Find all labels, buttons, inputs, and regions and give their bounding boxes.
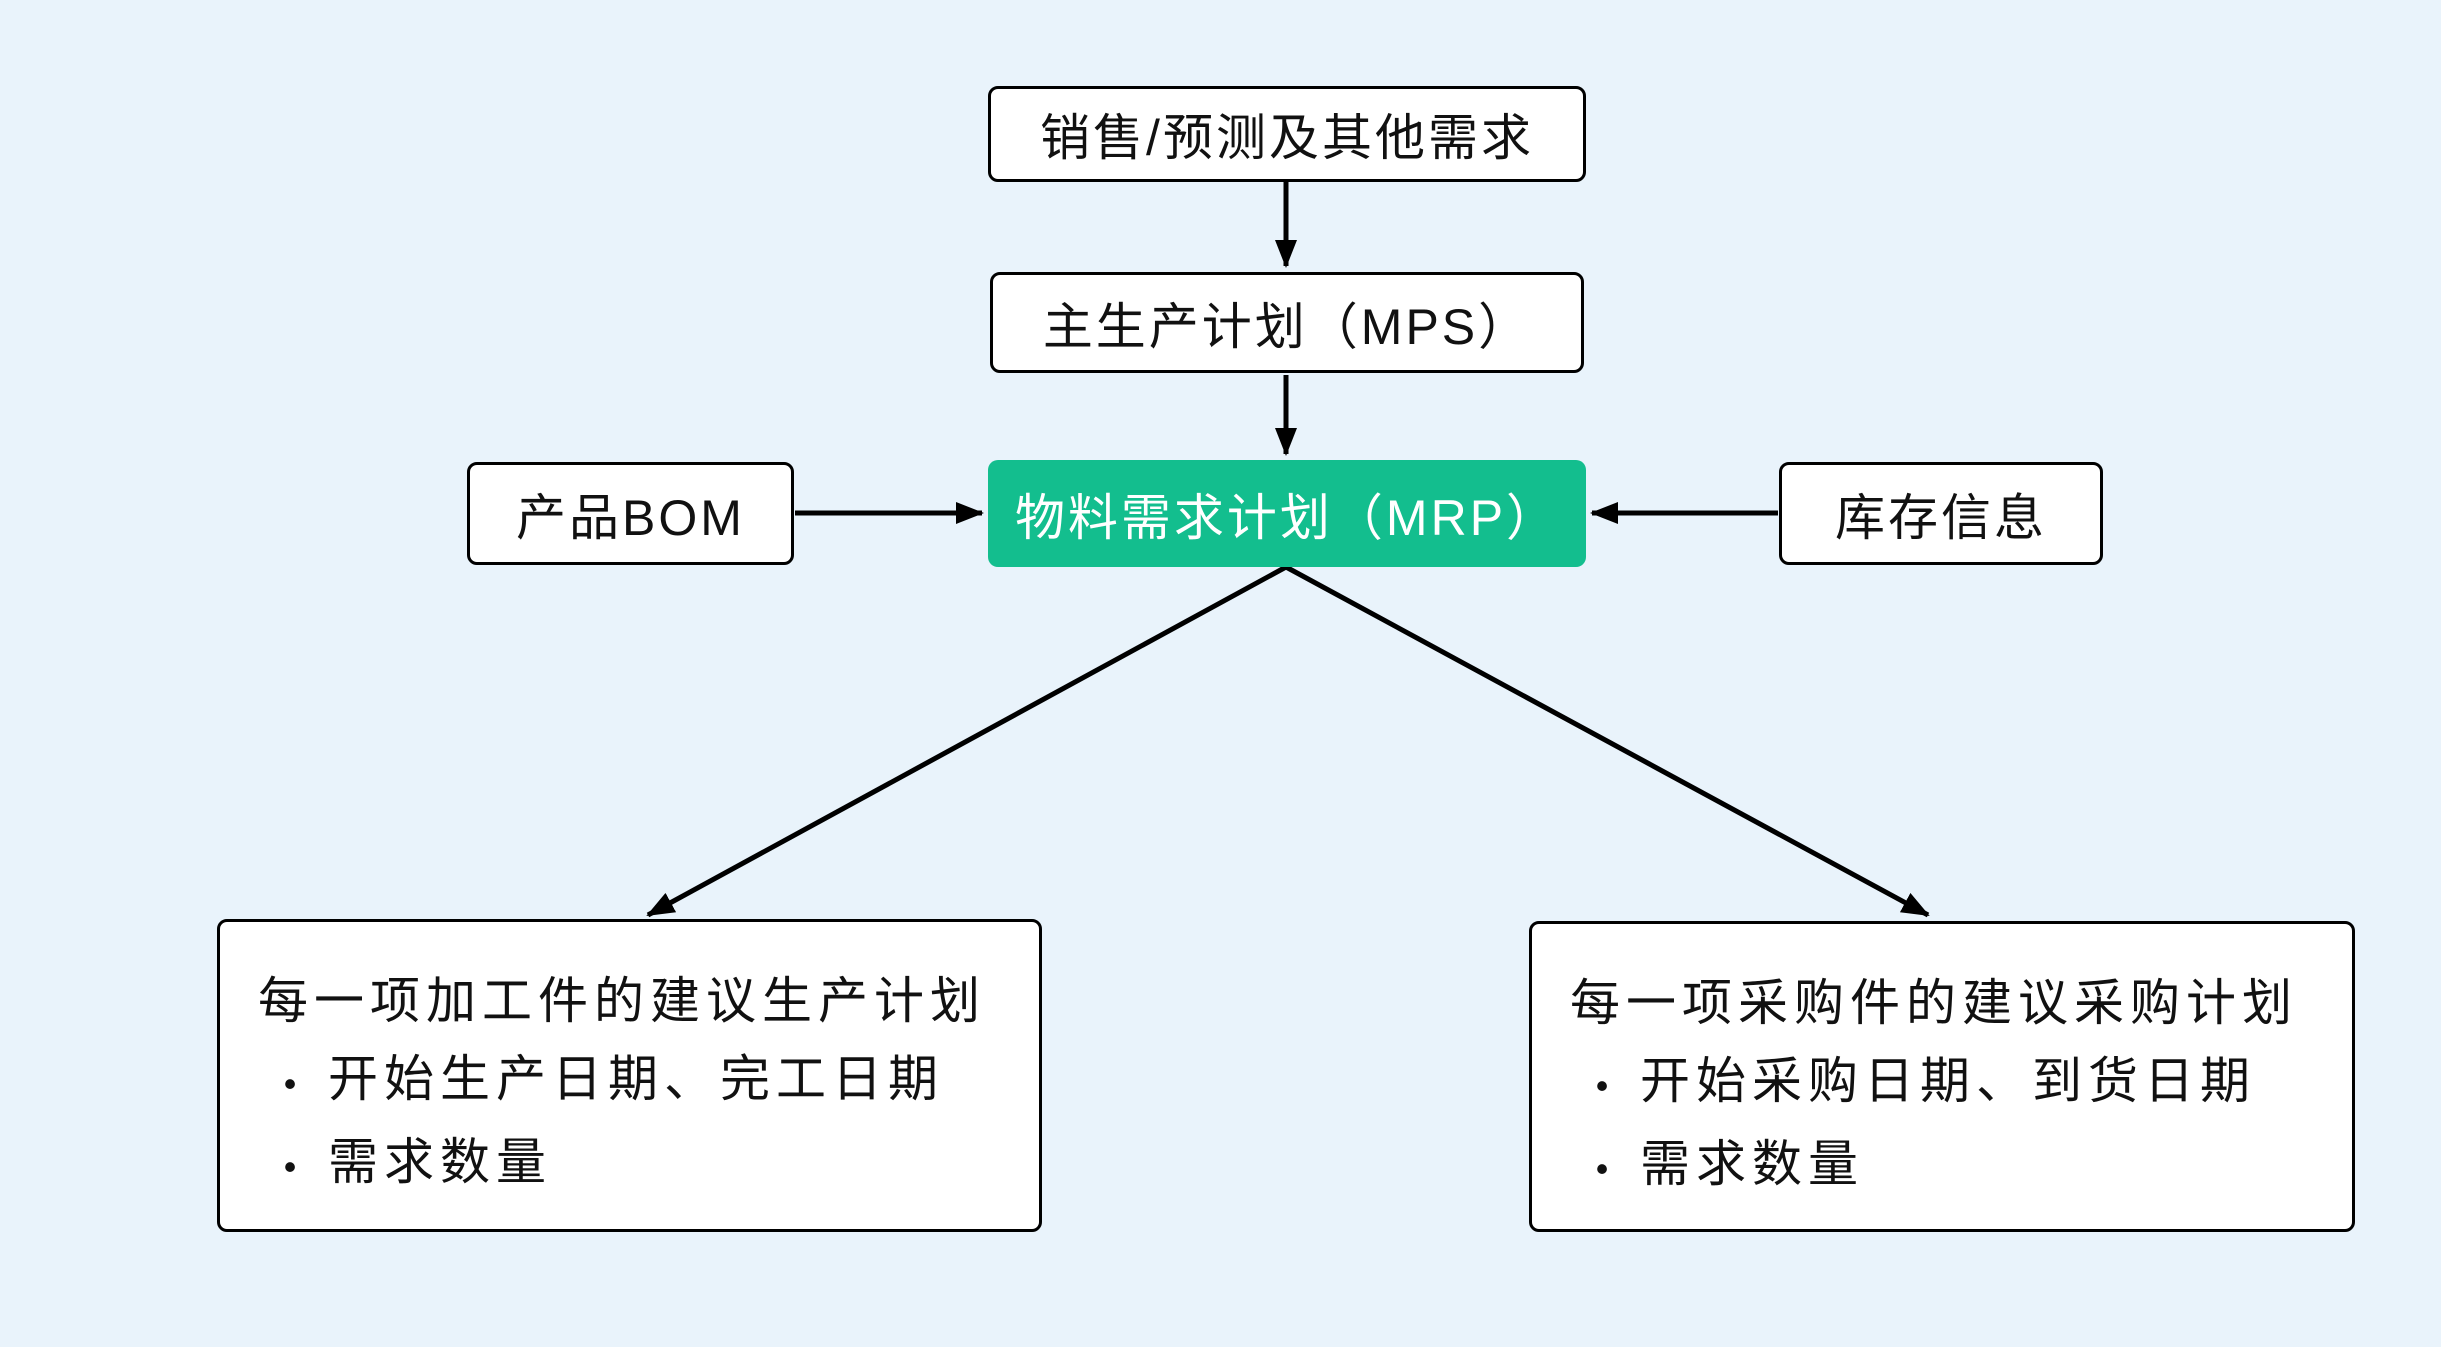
production-plan-bullet-1: • 开始生产日期、完工日期 — [258, 1040, 1009, 1123]
node-inventory-info-label: 库存信息 — [1835, 489, 2047, 546]
node-sales-forecast-demand: 销售/预测及其他需求 — [988, 86, 1586, 182]
purchase-plan-bullet-1-text: 开始采购日期、到货日期 — [1640, 1053, 2256, 1109]
node-material-requirements-planning-label: 物料需求计划（MRP） — [1014, 489, 1560, 546]
node-material-requirements-planning: 物料需求计划（MRP） — [988, 460, 1586, 567]
node-master-production-schedule-label: 主生产计划（MPS） — [1042, 298, 1532, 355]
bullet-icon: • — [1595, 1148, 1615, 1189]
node-master-production-schedule: 主生产计划（MPS） — [990, 272, 1584, 373]
node-suggested-production-plan: 每一项加工件的建议生产计划 • 开始生产日期、完工日期 • 需求数量 — [217, 919, 1042, 1232]
production-plan-bullet-1-text: 开始生产日期、完工日期 — [328, 1051, 944, 1107]
node-suggested-purchase-plan: 每一项采购件的建议采购计划 • 开始采购日期、到货日期 • 需求数量 — [1529, 921, 2355, 1232]
production-plan-bullet-2: • 需求数量 — [258, 1123, 1009, 1206]
purchase-plan-bullet-2-text: 需求数量 — [1640, 1136, 1864, 1192]
bullet-icon: • — [283, 1063, 303, 1104]
production-plan-bullet-2-text: 需求数量 — [328, 1134, 552, 1190]
bullet-icon: • — [1595, 1065, 1615, 1106]
arrow-mrp-to-purchase-plan — [1284, 564, 1930, 918]
production-plan-title: 每一项加工件的建议生产计划 — [258, 973, 986, 1029]
node-sales-forecast-demand-label: 销售/预测及其他需求 — [1040, 110, 1534, 166]
node-inventory-info: 库存信息 — [1779, 462, 2103, 565]
purchase-plan-bullet-1: • 开始采购日期、到货日期 — [1570, 1042, 2322, 1125]
purchase-plan-bullet-2: • 需求数量 — [1570, 1125, 2322, 1208]
arrow-mrp-to-production-plan — [646, 564, 1288, 918]
bullet-icon: • — [283, 1146, 303, 1187]
node-product-bom: 产品BOM — [467, 462, 794, 565]
purchase-plan-title: 每一项采购件的建议采购计划 — [1570, 975, 2298, 1031]
node-product-bom-label: 产品BOM — [516, 489, 745, 546]
